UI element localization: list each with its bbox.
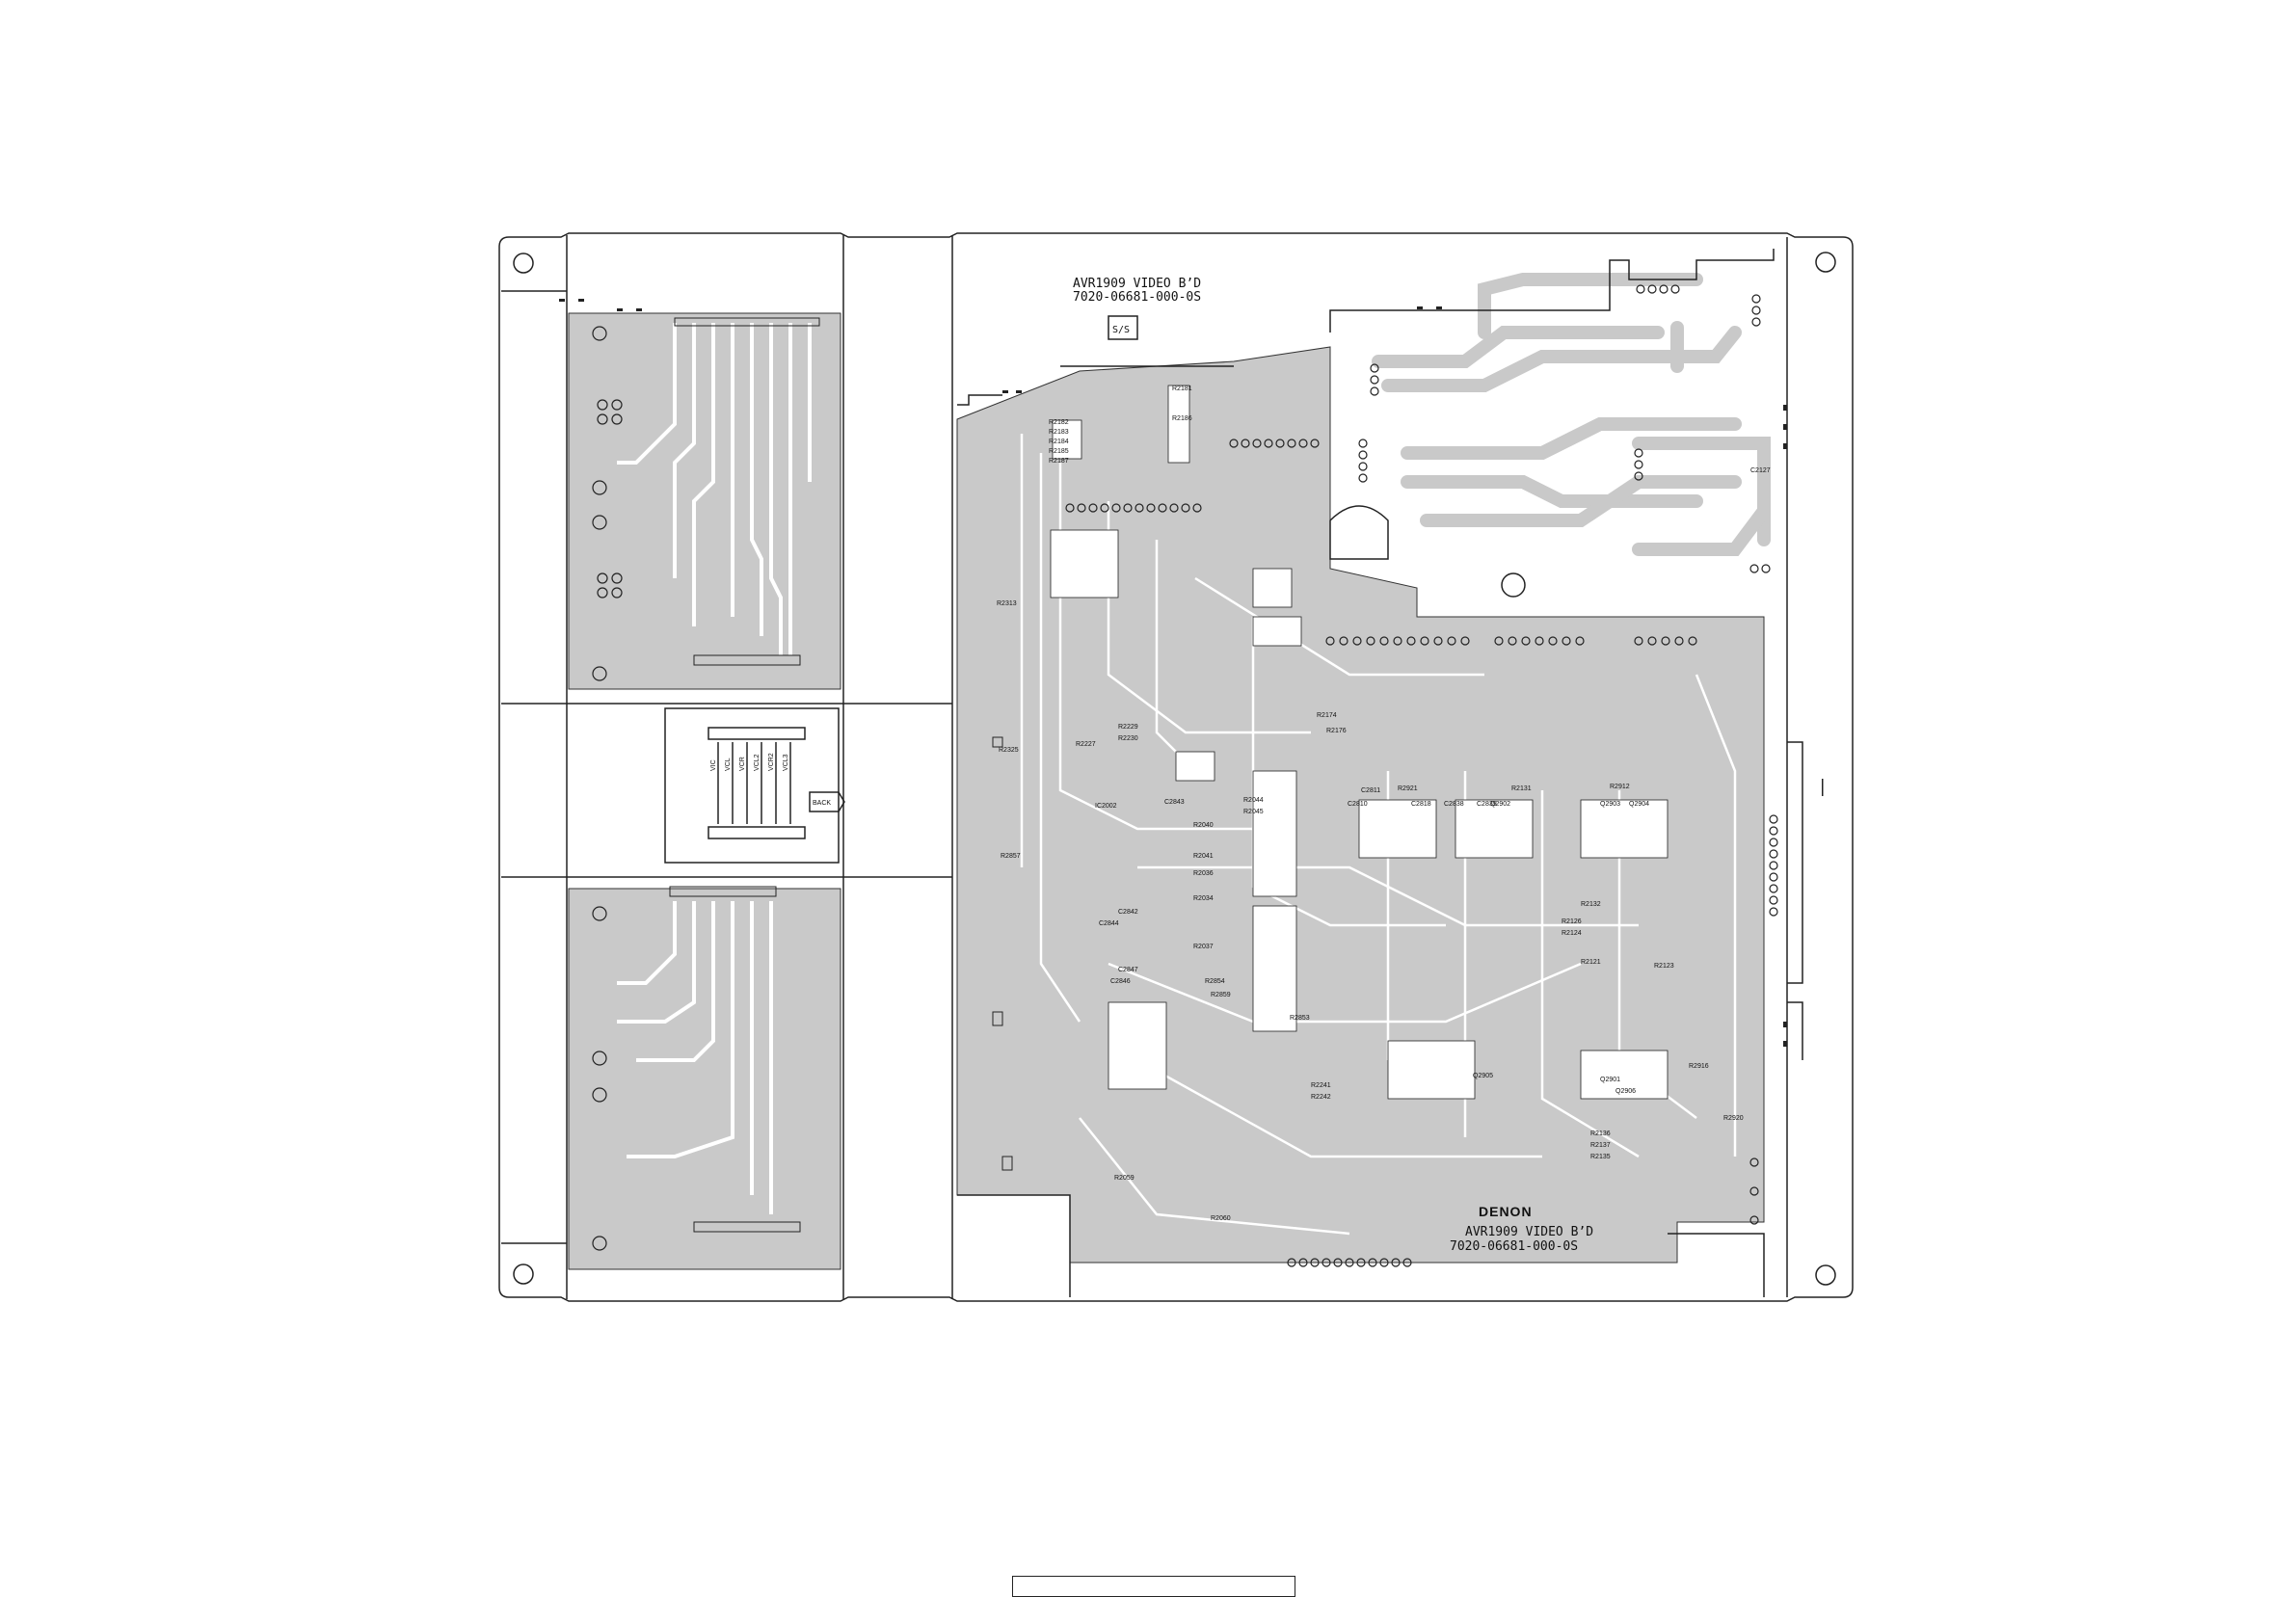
- edge-markers: [559, 299, 1824, 1171]
- svg-text:R2126: R2126: [1562, 918, 1582, 925]
- svg-text:R2034: R2034: [1193, 895, 1214, 902]
- svg-text:R2227: R2227: [1076, 741, 1096, 748]
- board-title-bottom: AVR1909 VIDEO B’D: [1465, 1225, 1593, 1239]
- reference-designators: R2181 R2182 R2183 R2184 R2185 R2186 R218…: [997, 386, 1771, 1222]
- svg-text:R2325: R2325: [999, 747, 1019, 754]
- svg-text:C2839: C2839: [1477, 801, 1497, 808]
- svg-text:Q2901: Q2901: [1600, 1077, 1620, 1083]
- back-label: BACK: [813, 800, 831, 807]
- connector-pin-label: VCR: [739, 757, 746, 771]
- svg-text:C2818: C2818: [1411, 801, 1431, 808]
- connector-pin-rows: [1065, 284, 1778, 1267]
- svg-text:R2044: R2044: [1243, 797, 1264, 804]
- svg-text:C2811: C2811: [1361, 787, 1380, 794]
- left-upper-module: [568, 312, 841, 690]
- denon-logo: DENON: [1479, 1204, 1533, 1219]
- svg-text:IC2002: IC2002: [1095, 803, 1117, 810]
- connector-pin-label: VIC: [710, 759, 717, 771]
- svg-text:R2182: R2182: [1049, 419, 1069, 426]
- svg-text:R2912: R2912: [1610, 784, 1630, 790]
- svg-text:R2920: R2920: [1723, 1115, 1744, 1122]
- svg-text:Q2904: Q2904: [1629, 801, 1649, 808]
- svg-text:R2036: R2036: [1193, 870, 1214, 877]
- svg-text:R2857: R2857: [1001, 853, 1021, 860]
- connector-pin-label: VCL3: [783, 754, 789, 771]
- svg-text:R2184: R2184: [1049, 439, 1069, 445]
- board-outline: [498, 232, 1854, 1302]
- svg-text:R2186: R2186: [1172, 415, 1192, 422]
- svg-text:R2854: R2854: [1205, 978, 1225, 985]
- svg-text:C2847: C2847: [1118, 967, 1138, 973]
- svg-text:R2131: R2131: [1511, 785, 1532, 792]
- svg-text:R2229: R2229: [1118, 724, 1138, 731]
- svg-text:R2037: R2037: [1193, 944, 1214, 950]
- svg-text:R2059: R2059: [1114, 1175, 1135, 1182]
- mounting-holes: [513, 252, 1836, 1286]
- svg-text:R2230: R2230: [1118, 735, 1138, 742]
- svg-text:R2132: R2132: [1581, 901, 1601, 908]
- svg-text:R2313: R2313: [997, 600, 1017, 607]
- svg-text:R2137: R2137: [1590, 1142, 1611, 1149]
- rear-connector-module: [664, 707, 845, 864]
- svg-text:Q2902: Q2902: [1490, 801, 1510, 808]
- board-part-number-top: 7020-06681-000-0S: [1073, 290, 1201, 305]
- svg-text:C2844: C2844: [1099, 920, 1119, 927]
- svg-text:R2241: R2241: [1311, 1082, 1331, 1089]
- svg-text:R2187: R2187: [1049, 458, 1069, 465]
- svg-text:R2242: R2242: [1311, 1094, 1331, 1101]
- connector-pin-label: VCL: [725, 758, 732, 771]
- svg-text:R2181: R2181: [1172, 386, 1192, 392]
- left-lower-module: [568, 886, 841, 1270]
- svg-text:R2176: R2176: [1326, 728, 1347, 734]
- svg-text:C2842: C2842: [1118, 909, 1138, 916]
- svg-text:Q2903: Q2903: [1600, 801, 1620, 808]
- title-block-box: [1012, 1576, 1295, 1597]
- svg-text:Q2905: Q2905: [1473, 1073, 1493, 1079]
- svg-text:C2810: C2810: [1348, 801, 1368, 808]
- svg-text:C2843: C2843: [1164, 799, 1185, 806]
- svg-text:R2136: R2136: [1590, 1131, 1611, 1137]
- upper-right-traces: [1372, 273, 1771, 556]
- main-board-cutouts: [957, 249, 1803, 1297]
- board-title-top: AVR1909 VIDEO B’D: [1073, 277, 1201, 291]
- svg-text:C2127: C2127: [1750, 467, 1771, 474]
- svg-text:R2921: R2921: [1398, 785, 1418, 792]
- connector-pin-label: VCL2: [754, 754, 761, 771]
- svg-text:R2183: R2183: [1049, 429, 1069, 436]
- svg-text:R2124: R2124: [1562, 930, 1582, 937]
- svg-text:Q2906: Q2906: [1615, 1088, 1636, 1095]
- svg-text:R2916: R2916: [1689, 1063, 1709, 1070]
- svg-text:R2853: R2853: [1290, 1015, 1310, 1022]
- board-part-number-bottom: 7020-06681-000-0S: [1450, 1239, 1578, 1254]
- svg-text:R2859: R2859: [1211, 992, 1231, 998]
- ss-label: S/S: [1112, 325, 1130, 335]
- svg-text:R2121: R2121: [1581, 959, 1601, 966]
- svg-text:R2060: R2060: [1211, 1215, 1231, 1222]
- svg-text:R2041: R2041: [1193, 853, 1214, 860]
- svg-text:R2174: R2174: [1317, 712, 1337, 719]
- svg-text:R2123: R2123: [1654, 963, 1674, 970]
- svg-text:R2135: R2135: [1590, 1154, 1611, 1160]
- svg-text:C2846: C2846: [1110, 978, 1131, 985]
- svg-text:R2185: R2185: [1049, 448, 1069, 455]
- svg-text:C2838: C2838: [1444, 801, 1464, 808]
- svg-text:R2040: R2040: [1193, 822, 1214, 829]
- component-clusters: [1050, 385, 1669, 1100]
- svg-text:R2045: R2045: [1243, 809, 1264, 815]
- connector-pin-label: VCR2: [768, 753, 775, 771]
